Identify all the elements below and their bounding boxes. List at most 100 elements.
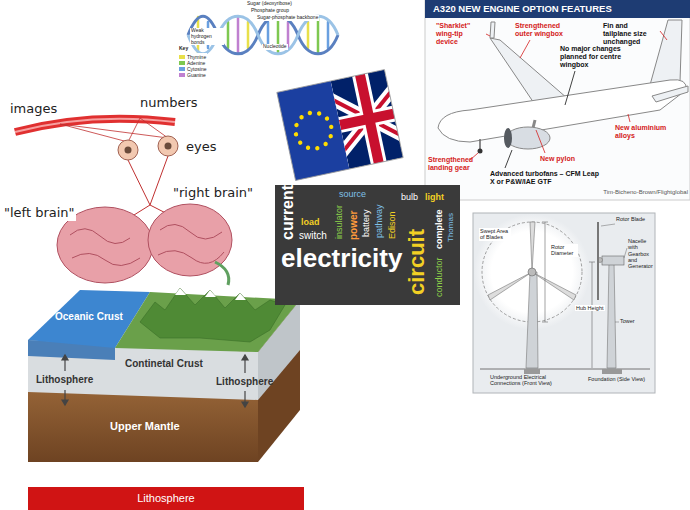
part-label: Weak hydrogen bonds (190, 28, 224, 45)
part-label: No major changes planned for centre wing… (560, 45, 640, 69)
word-cloud-panel: currentelectricitycircuitsourceloadswitc… (275, 185, 460, 305)
brain-figure-part (128, 160, 150, 205)
part-label: Rotor Diameter (550, 244, 578, 257)
part-label: "right brain" (172, 186, 254, 201)
airplane-figure-part-part (536, 130, 545, 153)
part-label: eyes (186, 140, 216, 155)
dna-helix-part (188, 16, 338, 54)
word-cloud-term: pathway (375, 204, 385, 238)
legend-text: Adenine (187, 60, 205, 66)
part-label: Advanced turbofans – CFM Leap X or P&W/I… (490, 170, 600, 186)
airplane-figure-part (652, 86, 688, 102)
dna-helix-part-part (247, 22, 250, 48)
flag-image-part-part (293, 132, 298, 137)
wind-turbine-figure-part (601, 224, 615, 226)
flag-image-part-part (294, 122, 299, 127)
legend-text: Guanine (187, 72, 206, 78)
flag-image-part-part (331, 70, 404, 169)
dna-helix-part-part (227, 22, 230, 48)
word-cloud-term: insulator (335, 205, 345, 239)
part-label: Foundation (Side View) (588, 376, 648, 382)
brain-figure-part (165, 143, 172, 150)
airplane-figure-part (438, 80, 686, 142)
flag-image-part-part (315, 146, 320, 151)
airplane-figure (425, 0, 690, 200)
part-label: Oceanic Crust (55, 311, 123, 323)
wind-turbine-figure-part (528, 268, 536, 276)
wind-turbine-figure-part (615, 322, 619, 323)
legend-text: Cytosine (187, 66, 206, 72)
title-band: A320 NEW ENGINE OPTION FEATURES (425, 0, 690, 18)
word-cloud-term: Edison (388, 211, 398, 239)
dna-helix-part-part (317, 17, 320, 53)
dna-helix-part-part (237, 17, 240, 53)
part-label: Tim-Bicheno-Brown/Flightglobal (603, 189, 688, 196)
part-label: Continetal Crust (125, 358, 203, 370)
brain-figure-part (150, 156, 168, 205)
lithosphere-figure-part-part (62, 355, 68, 360)
dna-helix-part (188, 16, 338, 54)
panel-title: A320 NEW ENGINE OPTION FEATURES (433, 4, 682, 15)
brain-figure-part (128, 118, 140, 142)
wind-turbine-figure-part (602, 256, 624, 265)
part-label: Upper Mantle (110, 420, 180, 433)
word-cloud-term: source (339, 190, 366, 199)
brain-figure-part (118, 140, 138, 160)
flag-image-part-part (331, 70, 404, 169)
legend-row: Cytosine (179, 65, 206, 71)
part-label: "left brain" (3, 206, 76, 221)
wind-turbine-figure-part (542, 322, 548, 323)
flag-image-part-part (329, 124, 334, 129)
airplane-figure-part (506, 127, 550, 149)
wind-turbine-figure-part (542, 222, 548, 223)
wind-turbine-figure-part (597, 222, 599, 300)
part-label: Sugar-phosphate backbone (256, 15, 319, 21)
brain-figure-part (125, 147, 132, 154)
word-cloud-term: electricity (281, 245, 402, 271)
part-label: Hub Height (575, 305, 605, 311)
lithosphere-figure-part-part (62, 400, 68, 405)
word-cloud-term: conductor (435, 257, 445, 297)
airplane-figure-part-part (660, 31, 667, 40)
airplane-figure-part-part (520, 40, 530, 58)
part-label: Phosphate group (250, 8, 290, 14)
part-label: Key (178, 46, 189, 52)
airplane-figure-part (650, 20, 682, 85)
airplane-figure-part-part (565, 71, 575, 105)
wind-turbine-figure-part (480, 369, 650, 370)
brain-figure-part (158, 136, 178, 156)
lithosphere-figure-part-part (242, 402, 248, 407)
lithosphere-figure-part (28, 340, 258, 462)
dna-helix (188, 16, 338, 54)
flag-image-part (290, 107, 338, 155)
part-label: Underground Electrical Connections (Fron… (490, 374, 570, 387)
part-label: Strengthened outer wingbox (515, 22, 577, 38)
legend-box: ThymineAdenineCytosineGuanine (178, 53, 207, 77)
lithosphere-figure-part-part (242, 355, 248, 360)
flag-image-part-part (305, 145, 310, 150)
flag-image-part-part (307, 110, 312, 115)
wind-turbine-figure-part (592, 262, 593, 368)
caption-bar: Lithosphere (28, 487, 304, 510)
dna-helix-part-part (307, 22, 310, 48)
flag-image (277, 63, 433, 180)
legend-row: Adenine (179, 59, 206, 65)
lithosphere-figure-part (140, 288, 285, 342)
flag-image-part (331, 70, 404, 169)
lithosphere-figure-part (175, 288, 186, 295)
part-label: Sugar (deoxyribose) (246, 1, 293, 7)
word-cloud-term: circuit (405, 229, 429, 295)
part-label: New aluminium alloys (615, 124, 670, 140)
flag-image-part-part (317, 111, 322, 116)
wind-turbine-figure-part (524, 369, 540, 374)
part-label: Strengthened landing gear (428, 156, 478, 172)
legend-swatch (179, 73, 185, 77)
part-label: Rotor Blade (616, 216, 648, 222)
wind-turbine-figure-part (545, 222, 546, 322)
flag-image-part-part (324, 116, 329, 121)
legend-swatch (179, 67, 185, 71)
word-cloud-term: current (279, 185, 297, 240)
wind-turbine-figure-part (607, 262, 616, 368)
airplane-figure-part (490, 22, 495, 38)
